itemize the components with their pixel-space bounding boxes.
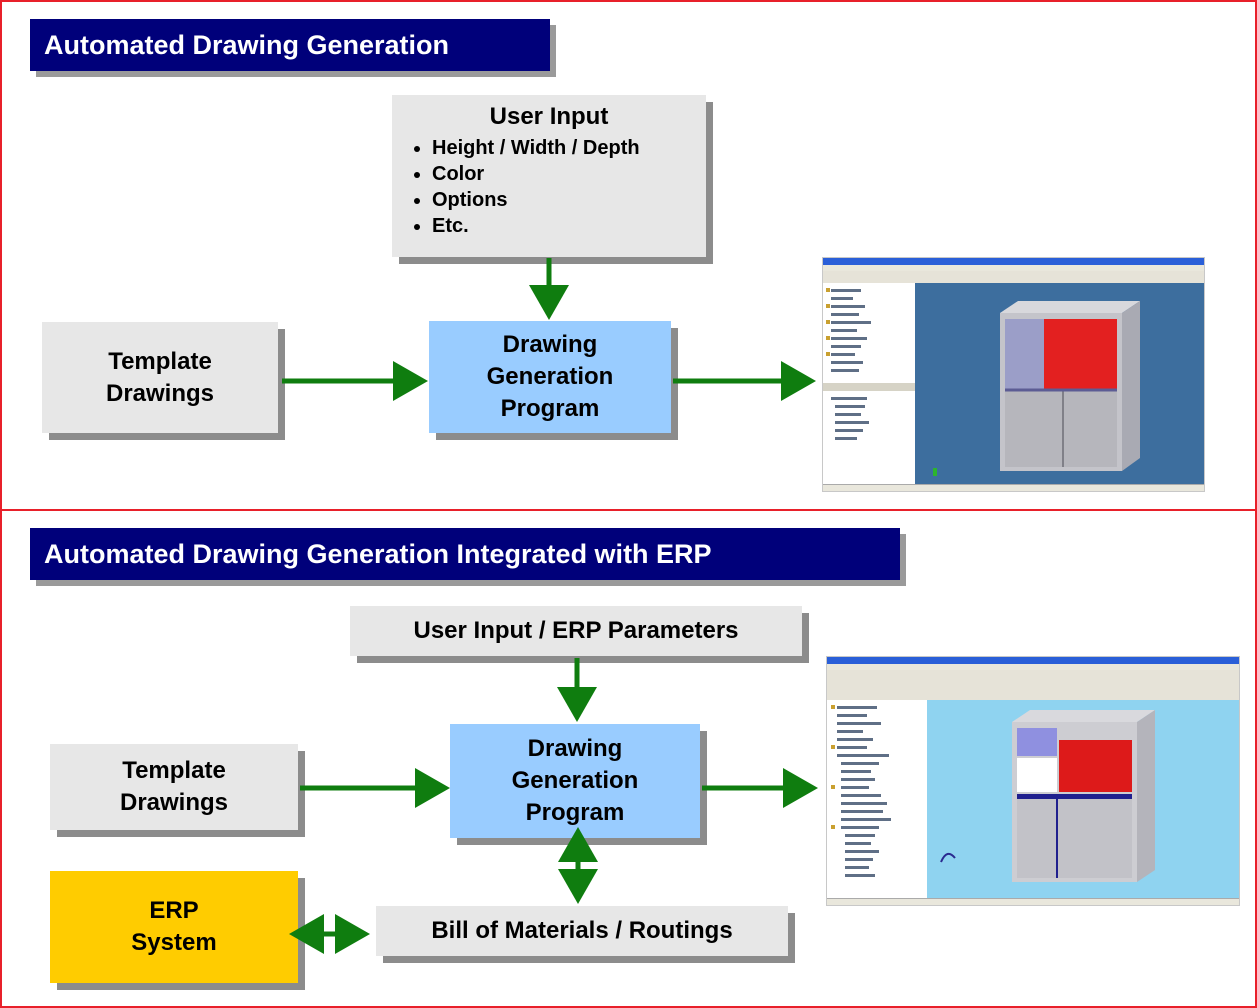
drawing-generation-program-box: Drawing Generation Program xyxy=(429,321,671,433)
erp-line2: System xyxy=(131,929,217,956)
cad-screenshot xyxy=(822,257,1205,492)
user-input-list: Height / Width / Depth Color Options Etc… xyxy=(392,135,640,239)
program-line1: Drawing xyxy=(502,331,598,358)
user-input-erp-label: User Input / ERP Parameters xyxy=(413,617,739,644)
cabinet-model-icon xyxy=(933,301,1140,476)
program2-line1: Drawing xyxy=(527,735,623,762)
bom-routings-box: Bill of Materials / Routings xyxy=(376,906,788,956)
program-line2: Generation xyxy=(486,363,614,390)
template-drawings-box-2: Template Drawings xyxy=(50,744,298,830)
template2-line2: Drawings xyxy=(119,789,229,816)
section2-frame xyxy=(0,509,1257,1008)
cabinet-model-icon-2 xyxy=(940,710,1155,882)
cad-screenshot-2 xyxy=(826,656,1240,906)
bom-routings-label: Bill of Materials / Routings xyxy=(431,917,733,944)
template2-line1: Template xyxy=(122,757,226,784)
erp-system-box: ERP System xyxy=(50,871,298,983)
user-input-title: User Input xyxy=(489,103,609,130)
program-line3: Program xyxy=(500,395,600,422)
template-line2: Drawings xyxy=(105,379,215,407)
bullet-color: Color xyxy=(432,161,640,187)
bullet-options: Options xyxy=(432,187,640,213)
program2-line3: Program xyxy=(525,799,625,826)
bullet-dimensions: Height / Width / Depth xyxy=(432,135,640,161)
section2-title: Automated Drawing Generation Integrated … xyxy=(30,528,900,580)
user-input-erp-box: User Input / ERP Parameters xyxy=(350,606,802,656)
section1-title: Automated Drawing Generation xyxy=(30,19,550,71)
program2-line2: Generation xyxy=(511,767,639,794)
drawing-generation-program-box-2: Drawing Generation Program xyxy=(450,724,700,838)
template-line1: Template xyxy=(108,347,212,375)
template-drawings-box: Template Drawings xyxy=(42,322,278,433)
user-input-box: User Input Height / Width / Depth Color … xyxy=(392,95,706,257)
erp-line1: ERP xyxy=(149,897,199,924)
bullet-etc: Etc. xyxy=(432,213,640,239)
